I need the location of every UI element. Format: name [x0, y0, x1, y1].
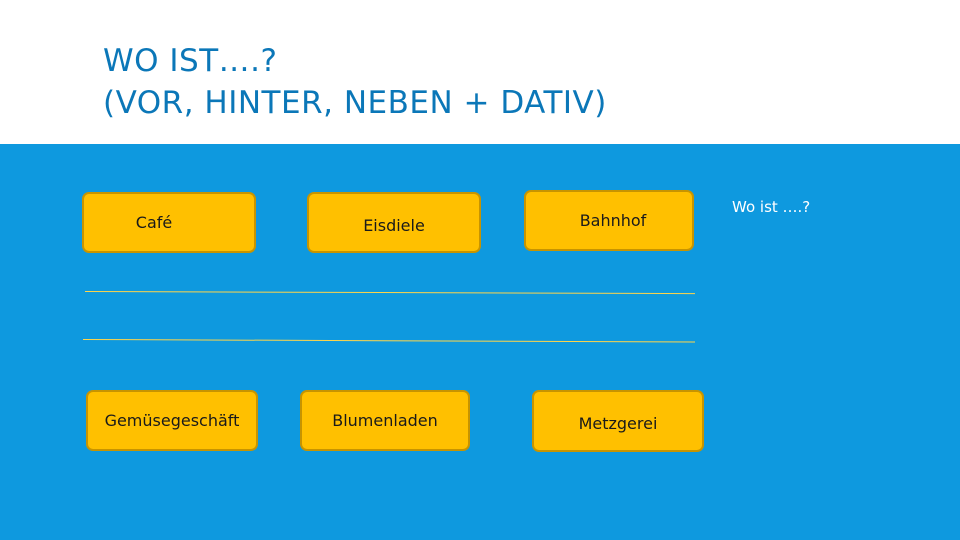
place-box-cafe: Café: [82, 192, 256, 253]
place-box-eisdiele: Eisdiele: [307, 192, 481, 253]
place-box-bahnhof: Bahnhof: [524, 190, 694, 251]
place-box-blumenladen: Blumenladen: [300, 390, 470, 451]
question-text: Wo ist ….?: [732, 198, 811, 216]
slide-title: WO IST….? (VOR, HINTER, NEBEN + DATIV): [103, 40, 607, 124]
slide-title-line-2: (VOR, HINTER, NEBEN + DATIV): [103, 85, 607, 121]
slide-title-line-1: WO IST….?: [103, 43, 278, 79]
title-area: [0, 12, 960, 144]
place-box-metzgerei: Metzgerei: [532, 390, 704, 452]
place-box-gemuesegeschaeft: Gemüsegeschäft: [86, 390, 258, 451]
